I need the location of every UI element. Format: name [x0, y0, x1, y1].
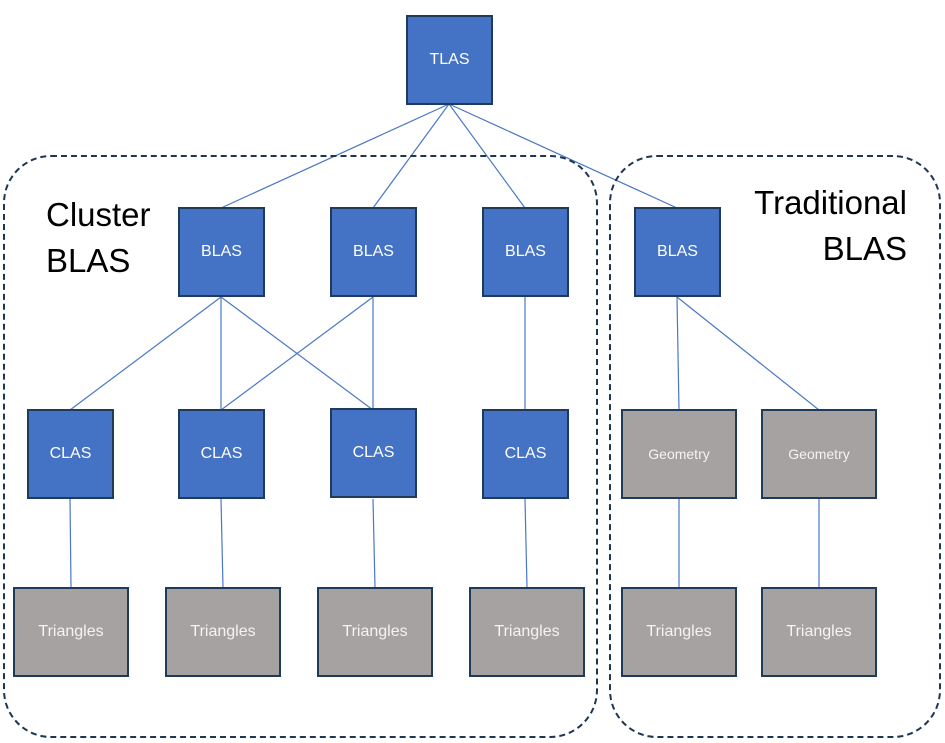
- edge-blas2-clas2: [220, 296, 374, 411]
- geometry-label: Geometry: [788, 446, 850, 462]
- traditional-blas-group: [609, 155, 941, 738]
- traditional-blas-label-line2: BLAS: [822, 230, 907, 267]
- cluster-blas-group: [3, 155, 598, 738]
- triangles-label: Triangles: [190, 623, 256, 640]
- edge-clas4-triangles4: [524, 498, 528, 589]
- edge-clas1-triangles1: [69, 498, 72, 589]
- tlas-node: TLAS: [406, 15, 493, 105]
- blas-label: BLAS: [353, 243, 394, 260]
- triangles-label: Triangles: [494, 623, 560, 640]
- cluster-blas-label-line1: Cluster: [46, 196, 151, 233]
- edge-blas1-clas1: [69, 296, 222, 411]
- tlas-label: TLAS: [429, 51, 470, 68]
- triangles-node-5: Triangles: [621, 587, 737, 677]
- clas-node-3: CLAS: [330, 408, 417, 498]
- edge-clas3-triangles3: [372, 498, 376, 589]
- blas-node-2: BLAS: [330, 207, 417, 297]
- blas-label: BLAS: [201, 243, 242, 260]
- clas-node-4: CLAS: [482, 409, 569, 499]
- triangles-node-1: Triangles: [13, 587, 129, 677]
- cluster-blas-label-line2: BLAS: [46, 242, 131, 279]
- cluster-blas-label: Cluster BLAS: [46, 192, 151, 284]
- blas-node-4: BLAS: [634, 207, 721, 297]
- geometry-label: Geometry: [648, 446, 710, 462]
- triangles-node-3: Triangles: [317, 587, 433, 677]
- blas-node-3: BLAS: [482, 207, 569, 297]
- triangles-node-6: Triangles: [761, 587, 877, 677]
- edge-blas4-geometry1: [676, 296, 680, 411]
- blas-node-1: BLAS: [178, 207, 265, 297]
- clas-label: CLAS: [49, 445, 92, 462]
- traditional-blas-label: Traditional BLAS: [700, 180, 907, 272]
- clas-node-2: CLAS: [178, 409, 265, 499]
- clas-label: CLAS: [200, 445, 243, 462]
- triangles-label: Triangles: [38, 623, 104, 640]
- clas-label: CLAS: [504, 445, 547, 462]
- geometry-node-1: Geometry: [621, 409, 737, 499]
- blas-label: BLAS: [657, 243, 698, 260]
- edge-blas4-geometry2: [676, 296, 820, 411]
- clas-node-1: CLAS: [27, 409, 114, 499]
- clas-label: CLAS: [352, 444, 395, 461]
- triangles-node-4: Triangles: [469, 587, 585, 677]
- triangles-node-2: Triangles: [165, 587, 281, 677]
- blas-label: BLAS: [505, 243, 546, 260]
- geometry-node-2: Geometry: [761, 409, 877, 499]
- triangles-label: Triangles: [646, 623, 712, 640]
- triangles-label: Triangles: [786, 623, 852, 640]
- triangles-label: Triangles: [342, 623, 408, 640]
- traditional-blas-label-line1: Traditional: [754, 184, 907, 221]
- edge-clas2-triangles2: [220, 498, 224, 589]
